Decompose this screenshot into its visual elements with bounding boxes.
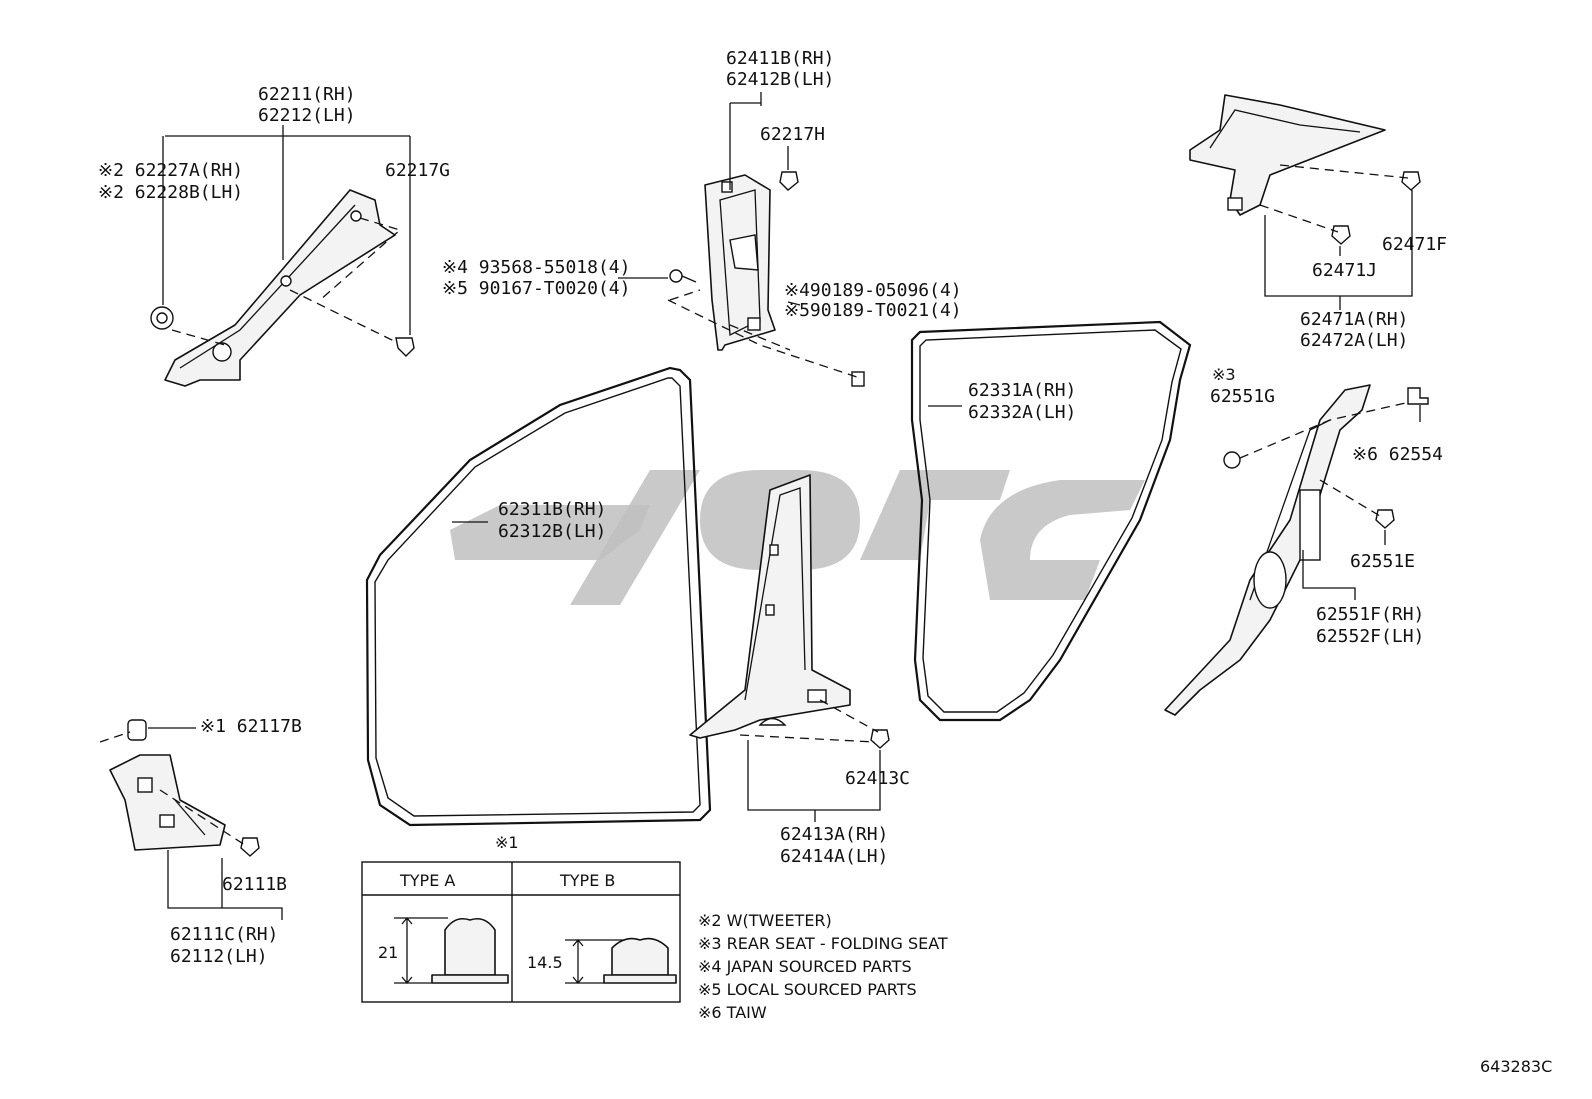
- label-62217g: 62217G: [385, 160, 450, 181]
- label-62228b: ※2 62228B(LH): [98, 182, 243, 203]
- type-table-mark: ※1: [495, 833, 519, 852]
- screw-93568: [669, 269, 697, 283]
- label-62111c: 62111C(RH): [170, 924, 278, 945]
- label-62471a: 62471A(RH): [1300, 309, 1408, 330]
- pad-62554: [1407, 387, 1429, 405]
- front-door-weatherstrip: [365, 366, 712, 827]
- b-pillar-lower-garnish: [689, 474, 851, 739]
- label-62471f: 62471F: [1382, 234, 1447, 255]
- label-62551e: 62551E: [1350, 551, 1415, 572]
- label-62414a: 62414A(LH): [780, 846, 888, 867]
- clip-62471f: [1401, 171, 1421, 191]
- label-62413c: 62413C: [845, 768, 910, 789]
- label-90189-05096: ※490189-05096(4): [784, 280, 962, 301]
- garnish-clip-62217g: [395, 337, 415, 357]
- nut-62117b: [127, 719, 147, 741]
- label-62331a: 62331A(RH): [968, 380, 1076, 401]
- label-62227a: ※2 62227A(RH): [98, 160, 243, 181]
- note-taiw: ※6 TAIW: [698, 1003, 767, 1022]
- label-62117b: ※1 62117B: [200, 716, 302, 737]
- type-a-dimension: 21: [378, 943, 398, 962]
- label-62551g: 62551G: [1210, 386, 1275, 407]
- notes-legend: ※2 W(TWEETER) ※3 REAR SEAT - FOLDING SEA…: [698, 911, 948, 1022]
- label-62551g-mark: ※3: [1212, 365, 1236, 384]
- label-62212: 62212(LH): [258, 105, 356, 126]
- note-tweeter: ※2 W(TWEETER): [698, 911, 832, 930]
- label-62471j: 62471J: [1312, 260, 1377, 281]
- label-62413a: 62413A(RH): [780, 824, 888, 845]
- label-90167: ※5 90167-T0020(4): [442, 278, 630, 299]
- clip-62413c: [870, 729, 890, 749]
- roof-side-garnish: [1189, 94, 1386, 216]
- label-62412b: 62412B(LH): [726, 69, 834, 90]
- garnish-clip-62217h: [779, 171, 799, 191]
- nut-90189: [851, 371, 865, 387]
- label-62311b: 62311B(RH): [498, 499, 606, 520]
- type-b-dimension: 14.5: [527, 953, 563, 972]
- note-rear-seat: ※3 REAR SEAT - FOLDING SEAT: [698, 934, 948, 953]
- clip-62471j: [1331, 225, 1351, 245]
- a-pillar-garnish: [164, 189, 396, 387]
- label-62211: 62211(RH): [258, 84, 356, 105]
- type-table: ※1 TYPE A TYPE B 21 14.5: [361, 833, 681, 1003]
- label-62111b: 62111B: [222, 874, 287, 895]
- clip-62111b: [240, 837, 260, 857]
- label-93568: ※4 93568-55018(4): [442, 257, 630, 278]
- note-japan-sourced: ※4 JAPAN SOURCED PARTS: [698, 957, 912, 976]
- label-62551f: 62551F(RH): [1316, 604, 1424, 625]
- clip-62551g: [1223, 451, 1241, 469]
- drawing-number: 643283C: [1480, 1057, 1552, 1076]
- label-90189-t0021: ※590189-T0021(4): [784, 300, 962, 321]
- watermark-logo: [450, 470, 1145, 605]
- label-62312b: 62312B(LH): [498, 521, 606, 542]
- label-62217h: 62217H: [760, 124, 825, 145]
- tweeter-cover-clip: [150, 306, 174, 330]
- label-62554: ※6 62554: [1352, 444, 1443, 465]
- label-62332a: 62332A(LH): [968, 402, 1076, 423]
- cowl-side-trim: [109, 754, 226, 851]
- note-local-sourced: ※5 LOCAL SOURCED PARTS: [698, 980, 917, 999]
- clip-62551e: [1375, 509, 1395, 529]
- type-b-label: TYPE B: [559, 871, 615, 890]
- rear-side-garnish: [1164, 384, 1371, 716]
- b-pillar-upper-garnish: [704, 174, 776, 351]
- label-62411b: 62411B(RH): [726, 48, 834, 69]
- type-a-label: TYPE A: [399, 871, 455, 890]
- label-62112: 62112(LH): [170, 946, 268, 967]
- label-62552f: 62552F(LH): [1316, 626, 1424, 647]
- label-62472a: 62472A(LH): [1300, 330, 1408, 351]
- rear-door-weatherstrip: [910, 320, 1192, 722]
